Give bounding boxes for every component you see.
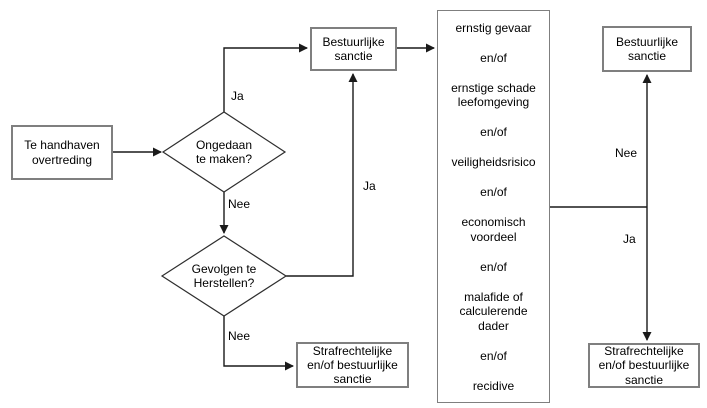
criteria-item: ernstig gevaar xyxy=(455,21,532,35)
edge-label-ja-undo: Ja xyxy=(230,89,245,104)
criteria-item: recidive xyxy=(472,378,515,393)
node-mixed-sanction-mid: Strafrechtelijke en/of bestuurlijke sanc… xyxy=(296,342,409,388)
criteria-item: veiligheidsrisico xyxy=(451,155,536,170)
edge-decision2-ja xyxy=(286,73,358,277)
edge-label-nee-undo: Nee xyxy=(227,197,252,212)
node-criteria-list: ernstig gevaar en/of ernstige schade lee… xyxy=(437,10,550,403)
criteria-separator: en/of xyxy=(480,348,507,363)
node-admin-sanction-mid: Bestuurlijke sanctie xyxy=(310,27,397,71)
edge-label-ja-repair: Ja xyxy=(362,179,377,194)
criteria-separator: en/of xyxy=(480,185,507,200)
criteria-item: ernstige schade leefomgeving xyxy=(451,81,536,110)
decision-repair-diamond xyxy=(160,235,288,317)
edge-label-nee-repair: Nee xyxy=(227,329,252,344)
decision-undo-diamond xyxy=(161,111,287,193)
criteria-separator: en/of xyxy=(480,125,507,140)
node-admin-sanction-right: Bestuurlijke sanctie xyxy=(602,26,692,72)
decision-repair-label: Gevolgen te Herstellen? xyxy=(191,262,257,291)
edge-label-ja-criteria: Ja xyxy=(622,232,637,247)
criteria-separator: en/of xyxy=(480,259,507,274)
criteria-item: malafide of calculerende dader xyxy=(459,289,528,333)
criteria-item: economisch voordeel xyxy=(461,215,526,244)
edge-label-nee-criteria: Nee xyxy=(614,146,639,161)
edge-decision2-nee xyxy=(223,316,294,371)
decision-undo-label: Ongedaan te maken? xyxy=(195,138,253,167)
node-mixed-sanction-right: Strafrechtelijke en/of bestuurlijke sanc… xyxy=(588,343,700,388)
edge-decision1-ja xyxy=(223,43,308,112)
criteria-separator: en/of xyxy=(480,51,507,65)
node-start: Te handhaven overtreding xyxy=(11,125,113,180)
